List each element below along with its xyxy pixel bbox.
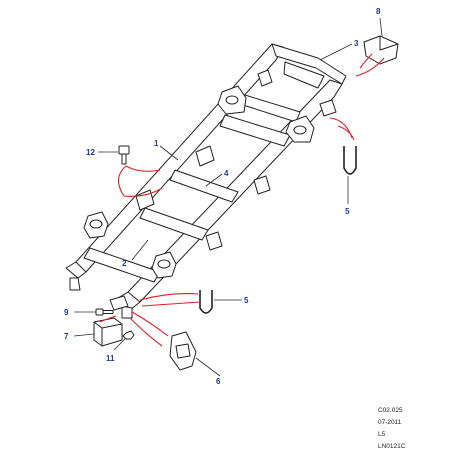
leader-6 xyxy=(195,357,221,377)
part-5-u-clip-upper xyxy=(343,146,357,175)
callout-5-lower: 5 xyxy=(244,296,249,305)
red-curve-11a xyxy=(359,53,373,69)
callout-3: 3 xyxy=(354,39,359,48)
red-curve-7 xyxy=(99,315,117,323)
outrigger-3 xyxy=(135,189,155,211)
callout-7: 7 xyxy=(64,332,69,341)
part-12-bolt xyxy=(118,145,130,165)
callout-6: 6 xyxy=(216,377,221,386)
crossmember-center xyxy=(139,207,209,241)
leader-lines xyxy=(73,17,383,377)
outrigger-1 xyxy=(195,145,215,167)
outrigger-6 xyxy=(319,99,337,117)
leader-3 xyxy=(319,43,353,61)
leader-7 xyxy=(73,333,95,337)
callout-8: 9 xyxy=(64,308,69,317)
reference-illustration-id: LN0121C xyxy=(378,443,406,450)
leader-9 xyxy=(113,337,127,351)
leader-4 xyxy=(205,173,223,187)
red-curve-6a xyxy=(131,311,169,337)
outrigger-4 xyxy=(205,231,223,251)
red-curve-5d xyxy=(141,301,201,307)
part-6-bracket xyxy=(169,331,197,371)
red-curve-5c xyxy=(139,293,199,301)
red-curve-6b xyxy=(129,317,163,347)
part-5-u-clip-lower xyxy=(199,290,213,314)
part-7-mount xyxy=(93,317,123,347)
crossmember-rear-a xyxy=(239,94,301,123)
callout-numbers: 8 3 1 12 4 5 2 5 9 7 11 6 xyxy=(64,7,381,386)
reference-level: L5 xyxy=(378,431,386,438)
reference-block: C02.025 07-2011 L5 LN0121C xyxy=(378,407,406,450)
crossmember-rear-b xyxy=(219,114,291,147)
small-parts xyxy=(93,35,399,371)
outrigger-2 xyxy=(253,175,271,195)
reference-date: 07-2011 xyxy=(378,419,402,426)
highlight-curves xyxy=(99,53,385,347)
callout-4: 4 xyxy=(224,169,229,178)
left-rail-front-end xyxy=(69,277,81,291)
outrigger-5 xyxy=(257,69,273,87)
crossmember-mid xyxy=(169,169,239,203)
crossmember-front xyxy=(83,247,161,283)
callout-5-upper: 5 xyxy=(345,207,350,216)
part-8-bolt xyxy=(95,308,114,316)
red-curve-12c xyxy=(123,187,163,197)
front-bracket xyxy=(109,295,129,311)
part-9-nut xyxy=(122,330,135,340)
red-curve-12b xyxy=(125,165,161,172)
red-curve-5a xyxy=(329,117,353,139)
callout-1: 1 xyxy=(154,139,159,148)
rear-crossmember xyxy=(271,43,347,85)
rear-inner-crossmember xyxy=(283,61,325,89)
reference-code: C02.025 xyxy=(378,407,403,414)
leader-11 xyxy=(379,17,383,37)
leader-1 xyxy=(159,145,179,161)
chassis-frame xyxy=(65,43,347,319)
callout-9: 11 xyxy=(106,354,115,363)
callout-2: 2 xyxy=(122,259,127,268)
callout-11: 8 xyxy=(376,7,381,16)
callout-12: 12 xyxy=(86,148,95,157)
right-rail-front-end xyxy=(121,305,133,319)
red-curve-5b xyxy=(337,125,355,141)
leader-2 xyxy=(131,239,149,261)
red-curve-11b xyxy=(355,57,385,77)
red-curve-12a xyxy=(117,165,127,197)
